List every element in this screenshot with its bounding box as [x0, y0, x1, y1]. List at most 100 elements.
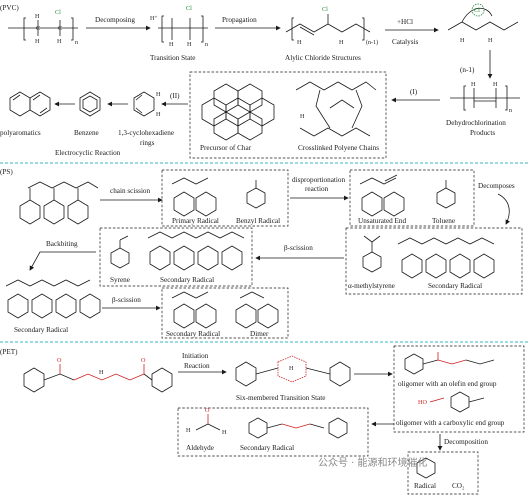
atom-h: H — [156, 91, 161, 98]
label-dehydro-2: Products — [470, 129, 495, 137]
atom-h: H — [460, 37, 465, 44]
label-catalysis: Catalysis — [392, 38, 419, 46]
section-label-pet: (PET) — [0, 348, 18, 356]
pvc-monomer: H Cl H H C C n — [8, 9, 78, 46]
dehydro-product: H H n — [450, 81, 520, 114]
atom-cl: Cl — [186, 5, 192, 12]
label-beta-scission-2: β-scission — [112, 296, 141, 304]
primary-radical-structure — [171, 177, 217, 217]
radical-structure — [416, 457, 436, 479]
label-co2: CO₂ — [452, 482, 465, 490]
secondary-radical-structure — [147, 231, 245, 271]
label-benzene: Benzene — [74, 129, 99, 137]
atom-h: H — [35, 13, 40, 20]
label-propagation: Propagation — [222, 16, 257, 24]
label-initiation-1: Initiation — [182, 352, 209, 360]
label-crosslinked: Crosslinked Polyene Chains — [298, 144, 379, 152]
secondary-radical-c-structure — [5, 279, 101, 319]
label-secondary-radical-d: Secondary Radical — [166, 330, 220, 338]
atom-cl: Cl — [322, 6, 328, 13]
box-unsaturated — [349, 169, 475, 227]
label-decomposing: Decomposing — [95, 16, 135, 24]
label-decomposes: Decomposes — [478, 182, 515, 190]
benzyl-radical-structure — [246, 180, 266, 209]
atom-h: H — [471, 81, 476, 88]
arrow-decomposes — [497, 193, 510, 225]
syrene-structure — [110, 235, 130, 269]
pet-secondary-radical-structure — [248, 417, 348, 439]
atom-c: C — [36, 25, 40, 32]
atom-ho: HO — [418, 399, 427, 406]
pvc-transition-state: H⁺ Cl H H n — [150, 5, 208, 48]
label-syrene: Syrene — [110, 276, 130, 284]
label-radical: Radical — [414, 482, 436, 490]
atom-h: H — [222, 429, 227, 436]
label-disprop-1: disproportionation — [292, 176, 346, 184]
atom-h: H — [156, 111, 161, 118]
ps-trimer — [19, 181, 99, 225]
aldehyde-structure: H O H — [186, 407, 227, 436]
label-cyclohexadiene-1: 1,3-cyclohexadiene — [118, 129, 174, 137]
label-polyaromatics: polyaromatics — [0, 129, 41, 137]
atom-cl: Cl — [55, 9, 61, 16]
atom-h: H — [289, 365, 294, 372]
box-amethylstyrene — [345, 227, 523, 295]
secondary-radical-d-structure — [171, 291, 217, 329]
dimer-structure — [235, 291, 279, 329]
box-syrene — [99, 227, 253, 287]
section-label-pvc: (PVC) — [0, 4, 19, 12]
char-precursor — [201, 83, 275, 141]
label-olefin: oligomer with an olefin end group — [398, 380, 497, 388]
atom-cl: Cl — [474, 7, 480, 14]
subscript-n-minus-1: (n-1) — [366, 39, 378, 46]
atom-h: H — [300, 113, 305, 120]
label-amethylstyrene: α-methylstyrene — [348, 282, 395, 290]
atom-hplus: H⁺ — [150, 16, 158, 22]
label-initiation-2: Reaction — [184, 362, 210, 370]
label-step-II: (II) — [170, 92, 180, 100]
label-allylic: Alylic Chloride Structures — [285, 54, 361, 62]
arrow-backbiting — [29, 251, 96, 271]
amethylstyrene-structure — [362, 235, 382, 273]
subscript-n: n — [509, 108, 512, 114]
label-toluene: Toluene — [432, 217, 455, 225]
watermark: 公众号 · 能源和环境催化 — [318, 456, 428, 469]
label-backbiting: Backbiting — [46, 240, 78, 248]
crosslinked-polyene: H — [295, 81, 377, 137]
label-secondary-radical-b: Secondary Radical — [428, 282, 482, 290]
label-carboxylic: oligomer with a carboxylic end group — [396, 419, 505, 427]
box-dimer — [161, 287, 289, 339]
label-decomposition: Decomposition — [444, 438, 488, 446]
pet-repeat-unit: O O H — [23, 357, 173, 393]
label-secondary-radical: Secondary Radical — [160, 276, 214, 284]
toluene-structure — [436, 180, 456, 209]
label-chain-scission: chain scission — [110, 187, 151, 195]
atom-h: H — [488, 37, 493, 44]
box-aldehyde — [177, 407, 369, 457]
label-cyclohexadiene-2: rings — [140, 139, 155, 147]
label-aldehyde: Aldehyde — [186, 444, 214, 452]
olefin-oligomer — [404, 352, 495, 375]
secondary-radical-b-structure — [397, 237, 495, 279]
atom-h: H — [186, 427, 191, 434]
box-crosslinked — [189, 71, 387, 159]
subscript-n: n — [75, 40, 78, 46]
atom-h: H — [187, 41, 192, 48]
section-label-ps: (PS) — [0, 168, 13, 176]
atom-o: O — [205, 407, 210, 414]
atom-o: O — [57, 357, 62, 364]
six-membered-ts: H — [235, 355, 351, 387]
label-secondary-radical-c: Secondary Radical — [14, 326, 68, 334]
unsaturated-end-structure — [359, 174, 405, 217]
atom-o: O — [141, 357, 146, 364]
benzene-ring — [79, 91, 101, 117]
box-radical — [407, 451, 479, 495]
label-n-minus-1: (n-1) — [460, 66, 475, 74]
atom-h: H — [169, 41, 174, 48]
box-oligomers — [393, 345, 525, 433]
atom-h: H — [339, 39, 344, 46]
atom-h: H — [35, 38, 40, 45]
label-dimer: Dimer — [250, 330, 269, 338]
